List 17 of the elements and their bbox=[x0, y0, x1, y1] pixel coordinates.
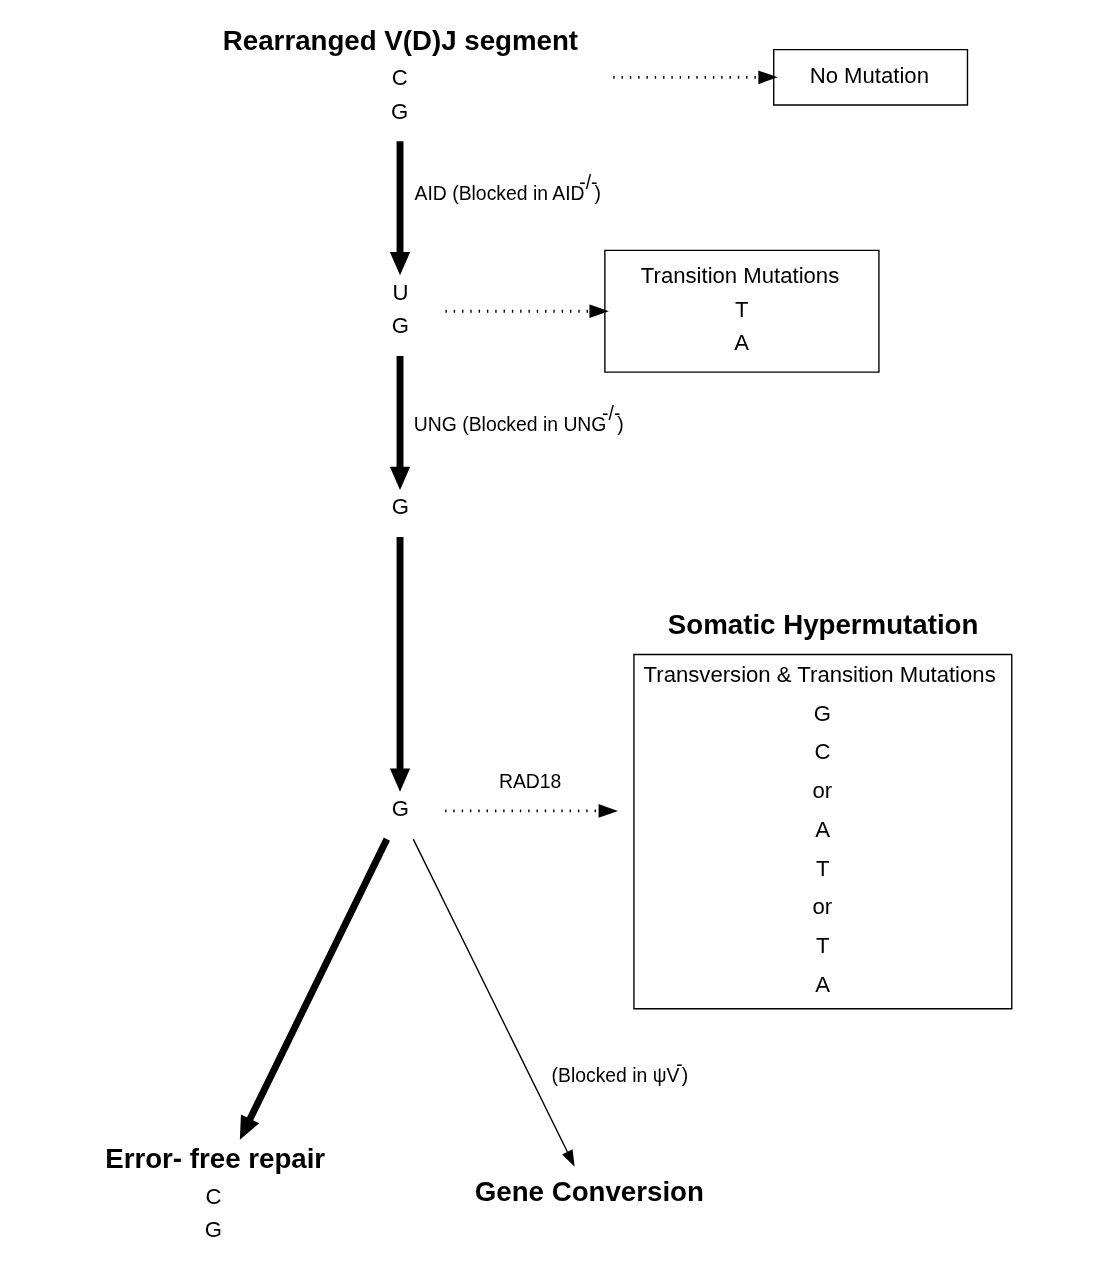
arrow bbox=[389, 355, 411, 490]
node-text: G bbox=[391, 494, 409, 520]
node-box: Transition Mutations T A bbox=[604, 249, 880, 373]
node-text: Rearranged V(D)J segment C G bbox=[222, 24, 579, 124]
node-box: No Mutation bbox=[773, 48, 969, 106]
arrow bbox=[445, 804, 618, 818]
node-text: Gene Conversion bbox=[474, 1176, 704, 1208]
node-box: Transversion & Transition Mutations G C or A T or T A bbox=[633, 653, 1013, 1010]
node-text: G bbox=[391, 796, 409, 822]
node-text: U G bbox=[391, 279, 409, 339]
arrow bbox=[412, 838, 575, 1167]
edge-label: RAD18 bbox=[498, 770, 562, 793]
arrow bbox=[239, 837, 390, 1140]
arrow bbox=[613, 70, 778, 85]
node-label: Somatic Hypermutation bbox=[667, 608, 979, 640]
arrow bbox=[445, 304, 609, 319]
node-text: Error- free repair C G bbox=[105, 1142, 326, 1242]
